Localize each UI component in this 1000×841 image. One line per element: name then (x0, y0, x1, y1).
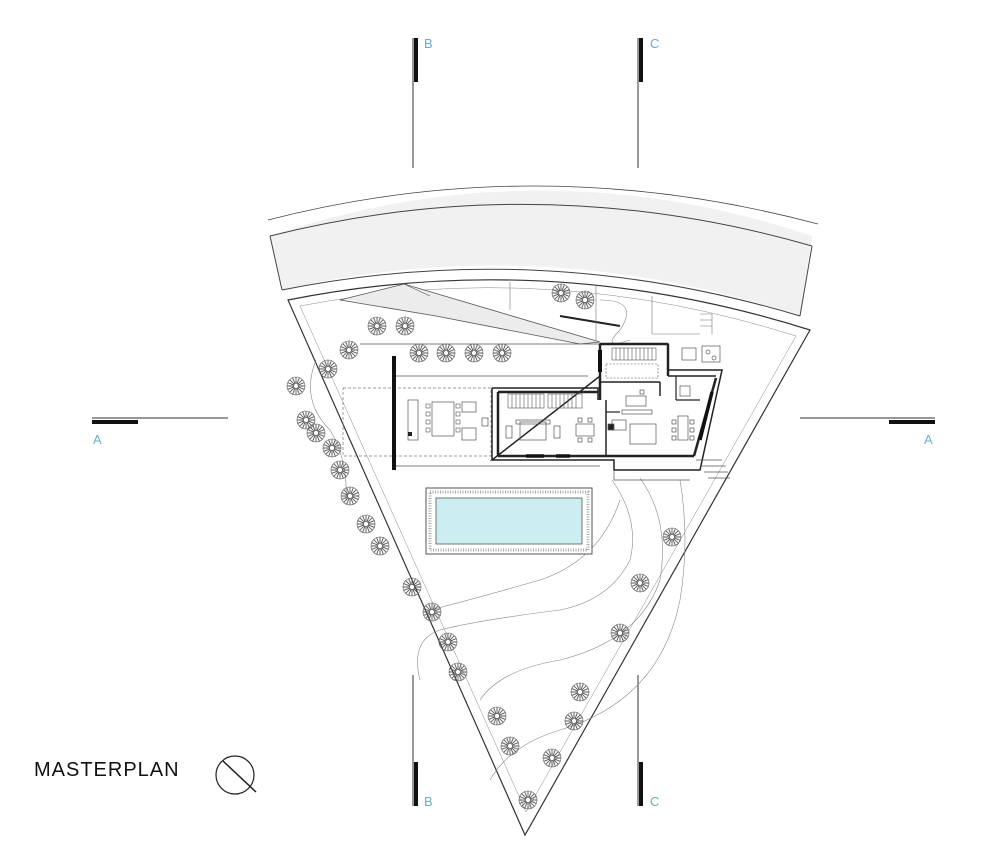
house-floorplan (489, 342, 730, 481)
terrace (342, 343, 600, 470)
driveway-ramp (339, 282, 713, 345)
section-label-c-top: C (650, 36, 659, 51)
section-marker-a-left: A (92, 417, 228, 447)
section-marker-c-top: C (637, 36, 659, 168)
section-marker-b-bottom: B (412, 675, 433, 809)
section-label-b-top: B (424, 36, 433, 51)
section-marker-b-top: B (412, 36, 433, 168)
pool (425, 487, 593, 555)
north-arrow-icon (215, 755, 257, 795)
section-label-b-bottom: B (424, 794, 433, 809)
section-label-c-bottom: C (650, 794, 659, 809)
section-marker-a-right: A (800, 417, 935, 447)
section-label-a-right: A (924, 432, 933, 447)
plan-title: MASTERPLAN (34, 759, 180, 781)
contour-lines (310, 299, 686, 781)
road (267, 185, 819, 317)
section-label-a-left: A (93, 432, 102, 447)
section-marker-c-bottom: C (637, 675, 659, 809)
